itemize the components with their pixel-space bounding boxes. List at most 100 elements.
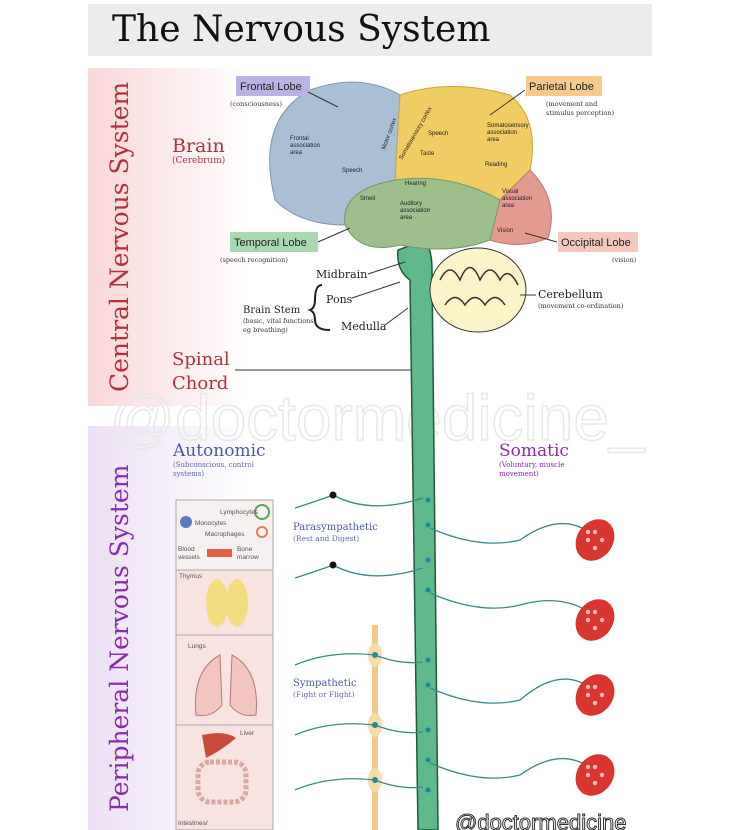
cerebellum-label: Cerebellum bbox=[538, 288, 603, 301]
neuron-dot bbox=[425, 727, 431, 733]
spinal-label-1: Spinal bbox=[172, 349, 230, 370]
neuron-dot bbox=[425, 787, 431, 793]
muscle-fiber bbox=[592, 529, 598, 535]
cns-label: Central Nervous System bbox=[105, 82, 134, 392]
ganglion-icon bbox=[329, 491, 337, 499]
autonomic-label: Autonomic bbox=[172, 441, 266, 461]
lymphocyte-icon bbox=[254, 504, 270, 520]
organ-label: Lungs bbox=[188, 643, 206, 650]
area-label: Vision bbox=[497, 228, 513, 234]
brainstem-sub: eg breathing) bbox=[243, 326, 288, 334]
area-label: association bbox=[487, 130, 517, 136]
autonomic-sub: (Subconscious, control bbox=[173, 461, 255, 469]
liver-icon bbox=[202, 733, 236, 758]
midbrain-label: Midbrain bbox=[316, 268, 367, 281]
area-label: association bbox=[400, 208, 430, 214]
parietal-lobe-tag bbox=[526, 76, 602, 96]
brainstem-sub: (basic, vital functions bbox=[243, 317, 314, 325]
brainstem-bracket bbox=[307, 284, 331, 331]
brain-label: Brain bbox=[172, 135, 225, 157]
parietal-lobe-sub: (movement and bbox=[546, 100, 597, 108]
thymus-icon bbox=[206, 579, 228, 627]
neuron-dot bbox=[425, 682, 431, 688]
organ-label: Liver bbox=[240, 730, 255, 737]
area-label: area bbox=[400, 215, 413, 221]
neuron-dot bbox=[425, 657, 431, 663]
muscle-fiber bbox=[599, 537, 605, 543]
parasympathetic-sub: (Rest and Digest) bbox=[293, 534, 359, 543]
neuron-dot bbox=[425, 497, 431, 503]
temporal-lobe-sub: (speech recognition) bbox=[220, 256, 288, 264]
organ-label: Macrophages bbox=[205, 531, 245, 538]
sympathetic-nerve bbox=[294, 778, 424, 791]
occipital-lobe-sub: (vision) bbox=[612, 256, 637, 264]
somatic-sub: (Voluntary, muscle bbox=[499, 461, 564, 469]
spinal-cord bbox=[397, 239, 439, 830]
muscle-fiber bbox=[585, 772, 591, 778]
intestines-icon bbox=[195, 759, 249, 805]
sympathetic-nerve bbox=[294, 723, 424, 736]
area-label: Reading bbox=[485, 162, 507, 168]
sympathetic-sub: (Fight or Flight) bbox=[293, 690, 355, 699]
spinal-label-2: Chord bbox=[172, 373, 228, 394]
monocyte-icon bbox=[180, 516, 192, 528]
muscle-fiber bbox=[592, 545, 598, 551]
area-label: Speech bbox=[342, 168, 362, 174]
brainstem-label: Brain Stem bbox=[243, 305, 301, 316]
area-label: association bbox=[502, 196, 532, 202]
area-label: Smell bbox=[360, 196, 375, 202]
watermark: @doctormedicine_ bbox=[110, 382, 646, 454]
area-label: area bbox=[290, 150, 303, 156]
somatic-nerve bbox=[429, 522, 583, 544]
neuron-dot bbox=[425, 587, 431, 593]
somatic-nerve bbox=[429, 592, 583, 609]
temporal-lobe-tag bbox=[230, 232, 318, 252]
macrophage-icon bbox=[256, 526, 268, 538]
area-label: Taste bbox=[420, 151, 435, 157]
parietal-lobe-sub: stimulus perception) bbox=[546, 109, 615, 117]
occipital-lobe bbox=[489, 169, 552, 245]
sympathetic-nerve bbox=[294, 653, 424, 666]
area-label: Hearing bbox=[405, 181, 426, 187]
muscle-fiber bbox=[592, 764, 598, 770]
occipital-lobe-label: Occipital Lobe bbox=[561, 237, 631, 249]
muscle-fiber bbox=[585, 609, 591, 615]
area-label: Auditory bbox=[400, 201, 422, 207]
temporal-lobe-label: Temporal Lobe bbox=[234, 237, 307, 249]
temporal-lobe bbox=[344, 177, 501, 250]
neuron-dot bbox=[425, 757, 431, 763]
organ-label: Intestines/ bbox=[178, 820, 208, 827]
cerebellum-folds bbox=[439, 266, 519, 307]
muscle-fiber bbox=[585, 617, 591, 623]
occipital-lobe-tag bbox=[558, 232, 638, 252]
bone-marrow-icon bbox=[207, 549, 232, 557]
lungs-icon bbox=[195, 654, 257, 716]
frontal-lobe-tag bbox=[236, 76, 310, 96]
muscle-fiber bbox=[585, 692, 591, 698]
somatic-nerve bbox=[429, 678, 583, 704]
muscle-fiber bbox=[592, 684, 598, 690]
somatic-sub: movement) bbox=[499, 470, 539, 478]
area-label: area bbox=[502, 203, 515, 209]
frontal-lobe-label: Frontal Lobe bbox=[240, 81, 302, 93]
page-title: The Nervous System bbox=[112, 9, 490, 50]
organ-label: Bone bbox=[237, 546, 253, 553]
muscle-icon bbox=[575, 674, 615, 716]
neuron-dot bbox=[425, 557, 431, 563]
muscle-fiber bbox=[592, 780, 598, 786]
parasympathetic-nerve bbox=[294, 564, 424, 579]
organ-label: Thymus bbox=[179, 573, 203, 580]
pns-label: Peripheral Nervous System bbox=[105, 464, 134, 812]
organ-label: vessels bbox=[178, 554, 200, 561]
frontal-lobe-sub: (consciousness) bbox=[230, 100, 282, 108]
muscle-fiber bbox=[599, 692, 605, 698]
autonomic-sub: systems) bbox=[173, 470, 204, 478]
muscle-fiber bbox=[585, 684, 591, 690]
parietal-lobe-label: Parietal Lobe bbox=[529, 81, 594, 93]
neuron-dot bbox=[425, 522, 431, 528]
organ-label: Lymphocytes bbox=[220, 509, 259, 516]
muscle-fiber bbox=[592, 625, 598, 631]
muscle-fiber bbox=[599, 772, 605, 778]
organ-label: Monocytes bbox=[195, 520, 227, 527]
